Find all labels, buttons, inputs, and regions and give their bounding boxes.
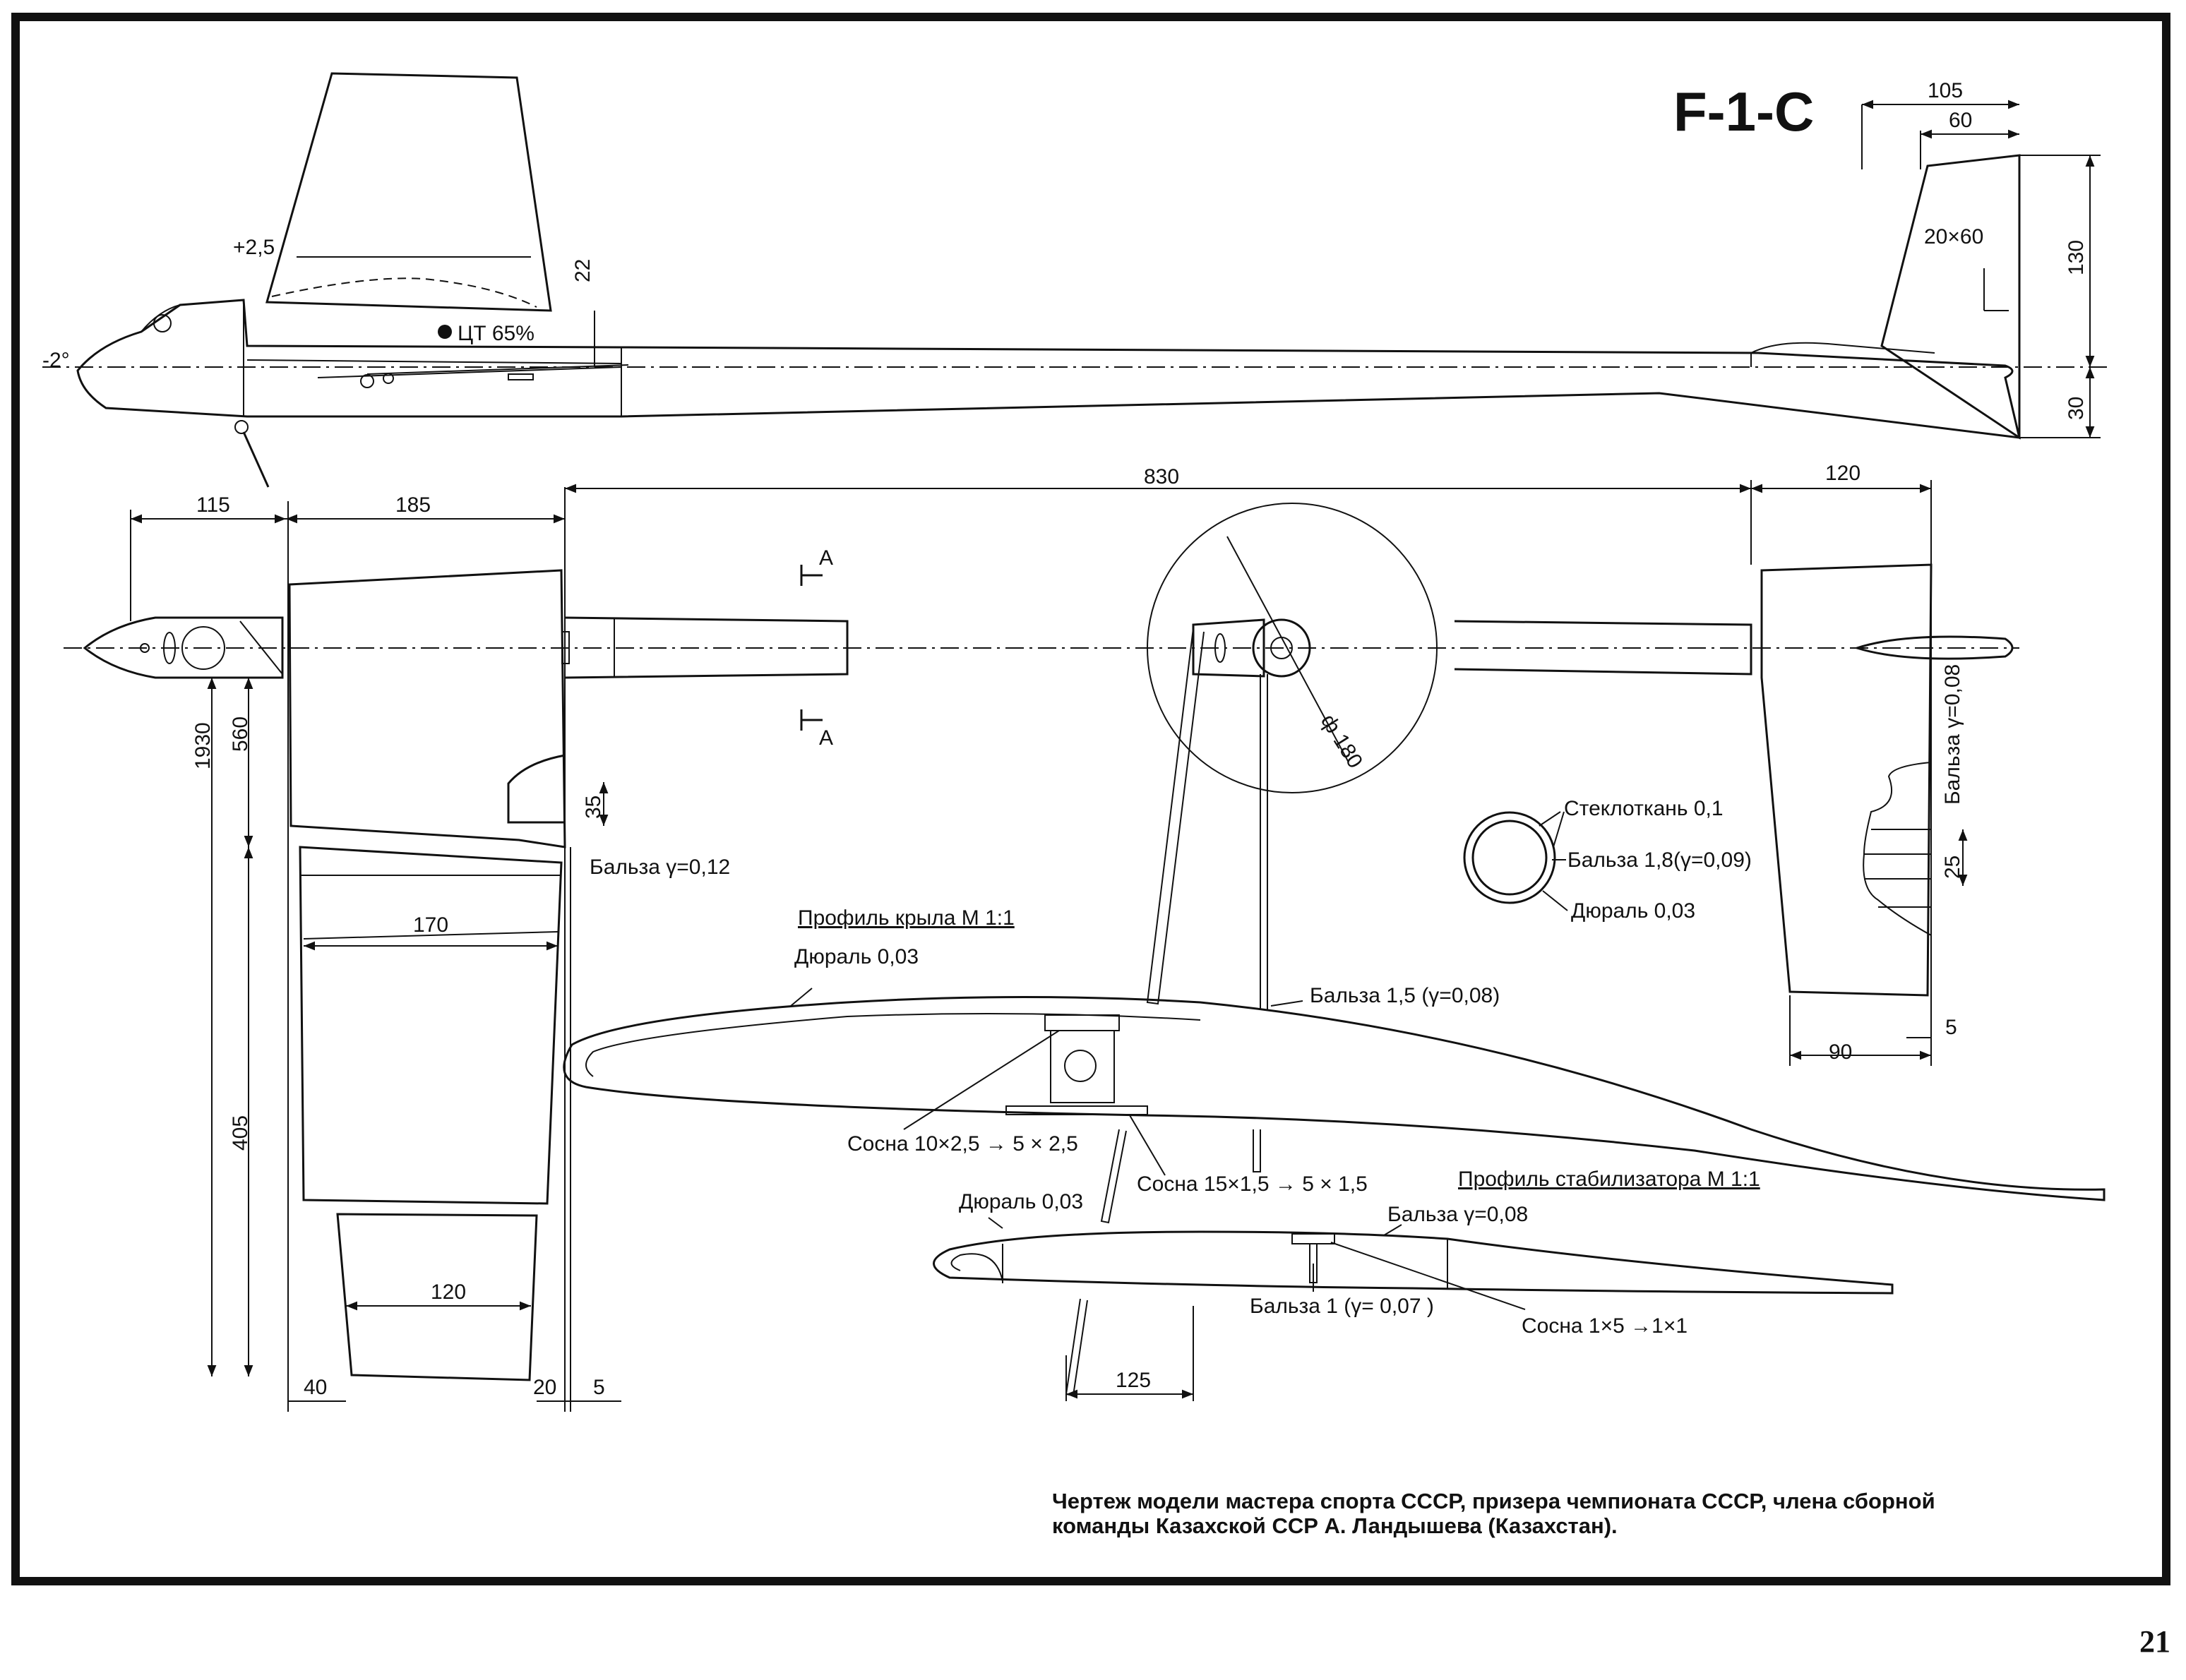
stab-dural: Дюраль 0,03 bbox=[959, 1190, 1083, 1213]
stabilizer-plan: Бальза γ=0,08 25 90 5 bbox=[1454, 563, 2014, 1066]
dim-25: 25 bbox=[1941, 856, 1964, 879]
dim-22: 22 bbox=[571, 259, 595, 282]
wing-spar1: Сосна 10×2,5 → 5 × 2,5 bbox=[847, 1132, 1078, 1156]
dim-560: 560 bbox=[229, 716, 252, 752]
stab-balsa: Бальза γ=0,08 bbox=[1941, 664, 1964, 805]
cg-symbol bbox=[438, 325, 452, 339]
stab-balsa1: Бальза 1 (γ= 0,07 ) bbox=[1250, 1295, 1434, 1318]
tube-fiberglass: Стеклоткань 0,1 bbox=[1564, 797, 1724, 820]
cg-label: ЦТ 65% bbox=[458, 322, 534, 345]
tube-balsa: Бальза 1,8(γ=0,09) bbox=[1567, 848, 1752, 872]
drawing-frame bbox=[11, 13, 2170, 1585]
dim-125: 125 bbox=[1116, 1369, 1151, 1392]
caption-line1: Чертеж модели мастера спорта СССР, призе… bbox=[1052, 1489, 1935, 1513]
balsa-0-12: Бальза γ=0,12 bbox=[590, 856, 730, 879]
dim-120-top: 120 bbox=[1825, 462, 1861, 485]
dim-40: 40 bbox=[304, 1376, 327, 1399]
dim-5-stab: 5 bbox=[1945, 1016, 1957, 1039]
rudder-section: ф 180 bbox=[1146, 503, 1438, 1009]
caption-line2: команды Казахской ССР А. Ландышева (Каза… bbox=[1052, 1513, 1618, 1538]
tube-section: Стеклоткань 0,1 Бальза 1,8(γ=0,09) Дюрал… bbox=[1463, 797, 1752, 923]
wing-profile: Профиль крыла М 1:1 Дюраль 0,03 Бальза 1… bbox=[563, 906, 2106, 1224]
dim-35: 35 bbox=[582, 796, 605, 819]
side-view: -2° +2,5 ЦТ 65% 22 105 60 20×60 130 30 bbox=[42, 72, 2111, 488]
nose-angle: -2° bbox=[42, 349, 70, 372]
wing-profile-title: Профиль крыла М 1:1 bbox=[798, 906, 1015, 930]
wing-balsa: Бальза 1,5 (γ=0,08) bbox=[1310, 984, 1500, 1007]
section-a-top: A bbox=[819, 546, 833, 570]
dim-830: 830 bbox=[1144, 465, 1179, 488]
dim-170: 170 bbox=[413, 913, 448, 937]
plan-view: 115 185 830 120 1930 560 405 35 Бальза γ… bbox=[64, 462, 2019, 1412]
dim-60: 60 bbox=[1949, 109, 1972, 132]
stab-profile-title: Профиль стабилизатора М 1:1 bbox=[1458, 1168, 1760, 1191]
dim-1930: 1930 bbox=[191, 722, 215, 769]
dim-185: 185 bbox=[395, 493, 431, 517]
fin-spar-label: 20×60 bbox=[1924, 225, 1983, 248]
stab-spar: Сосна 1×5 →1×1 bbox=[1522, 1314, 1688, 1338]
dim-130: 130 bbox=[2065, 240, 2088, 275]
model-title: F-1-C bbox=[1673, 80, 1814, 143]
dim-90: 90 bbox=[1829, 1040, 1852, 1064]
wing-spar2: Сосна 15×1,5 → 5 × 1,5 bbox=[1137, 1172, 1368, 1196]
dim-20: 20 bbox=[533, 1376, 556, 1399]
dim-30: 30 bbox=[2065, 397, 2088, 420]
wing-dural: Дюраль 0,03 bbox=[794, 945, 919, 968]
dim-120-tip: 120 bbox=[431, 1280, 466, 1304]
wing-angle: +2,5 bbox=[233, 236, 275, 259]
dim-105: 105 bbox=[1928, 79, 1963, 102]
stab-profile: Профиль стабилизатора М 1:1 Дюраль 0,03 … bbox=[933, 1168, 1894, 1401]
section-a-bottom: A bbox=[819, 726, 833, 750]
diameter-label: ф 180 bbox=[1316, 710, 1367, 772]
tube-dural: Дюраль 0,03 bbox=[1571, 899, 1695, 923]
stab-balsa: Бальза γ=0,08 bbox=[1387, 1203, 1528, 1226]
dim-5: 5 bbox=[593, 1376, 605, 1399]
dim-115: 115 bbox=[196, 493, 230, 517]
page-number: 21 bbox=[2139, 1624, 2170, 1659]
dim-405: 405 bbox=[229, 1115, 252, 1151]
